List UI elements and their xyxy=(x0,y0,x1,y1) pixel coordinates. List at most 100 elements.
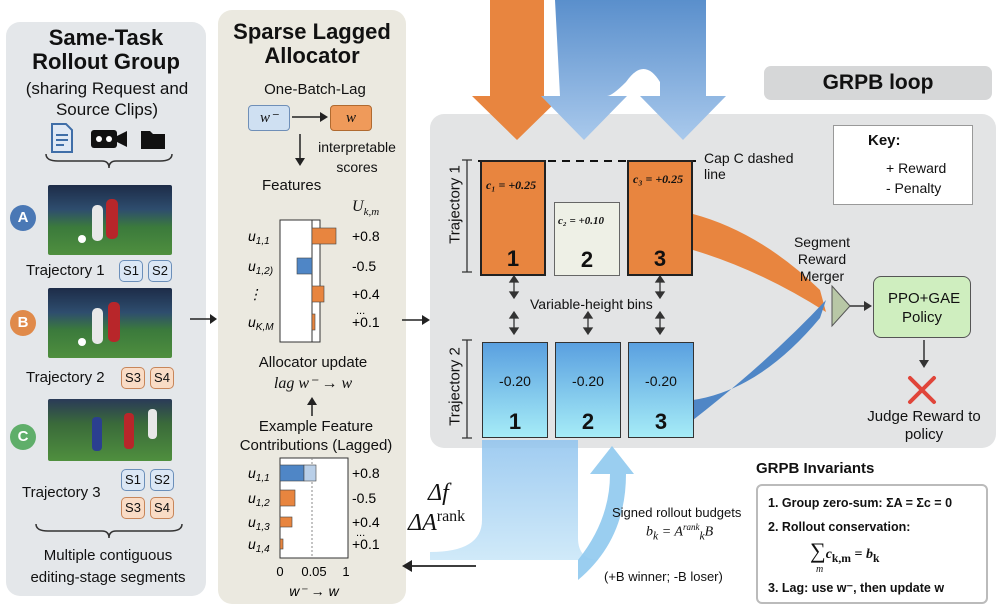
axis-tick-2: 1 xyxy=(342,564,349,579)
allocator-title: Sparse Lagged Allocator xyxy=(233,19,391,68)
top-bin-2: c₂ = +0.10 2 xyxy=(554,202,620,276)
penalty-down-stream xyxy=(430,440,600,560)
lag-arrow xyxy=(292,112,328,122)
contrib-value-1: -0.5 xyxy=(352,490,376,506)
variable-bins-label: Variable-height bins xyxy=(530,296,653,312)
feature-value-1: -0.5 xyxy=(352,258,376,274)
bottom-bin-2-value: -0.20 xyxy=(572,373,604,389)
trajectory-1-thumbnail xyxy=(48,185,172,255)
budget-up-arrow xyxy=(578,446,634,580)
w-minus-box: w⁻ xyxy=(248,105,290,131)
document-icon xyxy=(51,123,73,153)
arrow-to-allocator xyxy=(190,314,217,324)
scores-down-arrow xyxy=(295,134,305,166)
budget-formula-b: b xyxy=(646,524,653,540)
folder-icon xyxy=(141,131,165,149)
key-penalty-label: - Penalty xyxy=(886,180,942,196)
bottom-bin-2-id: 2 xyxy=(581,409,595,434)
trajectory-3-segment-s4: S4 xyxy=(150,497,174,519)
bottom-bin-1-id: 1 xyxy=(508,409,522,434)
brace-top xyxy=(45,153,173,169)
top-bin-3: c₃ = +0.25 3 xyxy=(627,160,693,276)
allocator-update-label: Allocator update xyxy=(258,354,368,371)
trajectory-c-badge: C xyxy=(10,424,36,450)
example-contributions-title: Example Feature Contributions (Lagged) xyxy=(239,418,393,454)
feature-value-0: +0.8 xyxy=(352,228,380,244)
winner-loser-label: (+B winner; -B loser) xyxy=(604,569,723,584)
feature-label-2: ⋮ xyxy=(248,286,262,302)
trajectory-1-axis-label: Trajectory 1 xyxy=(446,165,464,244)
bottom-bin-1-value: -0.20 xyxy=(499,373,531,389)
invariant-2: 2. Rollout conservation: xyxy=(768,520,911,534)
ppo-policy-box: PPO+GAE Policy xyxy=(873,276,971,338)
feature-value-2: +0.4 xyxy=(352,286,380,302)
axis-tick-0: 0 xyxy=(276,564,283,579)
contrib-bar-2 xyxy=(279,516,293,528)
trajectory-3-segment-s2: S2 xyxy=(150,469,174,491)
merger-triangle xyxy=(831,284,851,328)
feature-chart-top: u1,1+0.8u1,2)-0.5⋮+0.4uK,M+0.1... xyxy=(248,219,380,343)
feature-bar-1 xyxy=(296,257,313,275)
w-box: w xyxy=(330,105,372,131)
top-bin-2-id: 2 xyxy=(580,247,594,272)
features-label: Features xyxy=(262,177,322,194)
rollout-group-subtitle: (sharing Request and Source Clips) xyxy=(25,79,189,119)
trajectory-b-badge: B xyxy=(10,310,36,336)
reward-ribbon xyxy=(693,214,826,312)
top-bin-1: c₁ = +0.25 1 xyxy=(480,160,546,276)
top-bin-3-c: c₃ = +0.25 xyxy=(633,172,684,186)
top-bin-3-id: 3 xyxy=(653,246,667,271)
budget-title: Signed rollout budgets xyxy=(612,505,742,520)
delta-f-label: Δf xyxy=(428,480,449,506)
invariants-title: GRPB Invariants xyxy=(756,460,875,477)
invariant-3: 3. Lag: use w⁻, then update w xyxy=(768,581,945,595)
trajectory-3-thumbnail xyxy=(48,399,172,461)
top-bin-2-c: c₂ = +0.10 xyxy=(558,215,605,227)
axis-tick-1: 0.05 xyxy=(301,564,326,579)
feature-ellipsis: ... xyxy=(356,305,365,317)
reward-down-arrow xyxy=(472,0,562,140)
delta-a-main: ΔA xyxy=(408,510,437,536)
interpretable-scores-label: interpretable scores xyxy=(318,139,396,175)
contrib-ellipsis: ... xyxy=(356,527,365,539)
feature-value-3: +0.1 xyxy=(352,314,380,330)
contrib-bar-lagged-0 xyxy=(303,464,317,482)
allocator-update-formula: lag w⁻ → w xyxy=(273,375,353,392)
trajectory-2-axis-label: Trajectory 2 xyxy=(446,347,464,426)
budget-formula: bk = ArankkB xyxy=(646,522,714,543)
top-bin-1-id: 1 xyxy=(506,246,520,271)
contrib-value-3: +0.1 xyxy=(352,536,380,552)
one-batch-lag-title: One-Batch-Lag xyxy=(264,81,366,98)
u-header-main: U xyxy=(352,198,364,215)
contrib-value-2: +0.4 xyxy=(352,514,380,530)
trajectory-1-segment-s1: S1 xyxy=(119,260,143,282)
trajectory-3-label: Trajectory 3 xyxy=(22,484,101,501)
segments-footer: Multiple contiguous editing-stage segmen… xyxy=(30,547,186,586)
trajectory-a-badge: A xyxy=(10,205,36,231)
cross-icon xyxy=(908,376,936,404)
delta-a-label: ΔArank xyxy=(408,508,465,537)
key-box: Key: + Reward - Penalty xyxy=(833,125,973,205)
feature-bar-0 xyxy=(311,227,337,245)
trajectory-2-segment-s3: S3 xyxy=(121,367,145,389)
trajectory-1-label: Trajectory 1 xyxy=(26,262,105,279)
video-camera-icon xyxy=(91,130,127,148)
cap-label: Cap C dashed line xyxy=(704,150,794,182)
invariant-2-formula: ∑ck,m = bk m xyxy=(810,538,880,575)
update-up-arrow xyxy=(307,397,317,416)
feature-bar-3 xyxy=(311,313,316,331)
trajectory-2-thumbnail xyxy=(48,288,172,358)
judge-reward-label: Judge Reward to policy xyxy=(867,408,981,443)
bottom-bin-3-value: -0.20 xyxy=(645,373,677,389)
contrib-bar-1 xyxy=(279,489,296,507)
trajectory-3-segment-s3: S3 xyxy=(121,497,145,519)
segment-merger-label: Segment Reward Merger xyxy=(793,234,851,284)
contrib-bar-3 xyxy=(279,538,284,550)
penalty-arch-arrows xyxy=(541,0,726,140)
axis-label: w⁻ → w xyxy=(289,583,339,599)
invariant-1: 1. Group zero-sum: ΣA = Σc = 0 xyxy=(768,496,953,510)
rollout-group-title: Same-Task Rollout Group xyxy=(32,25,180,74)
trajectory-2-label: Trajectory 2 xyxy=(26,369,105,386)
